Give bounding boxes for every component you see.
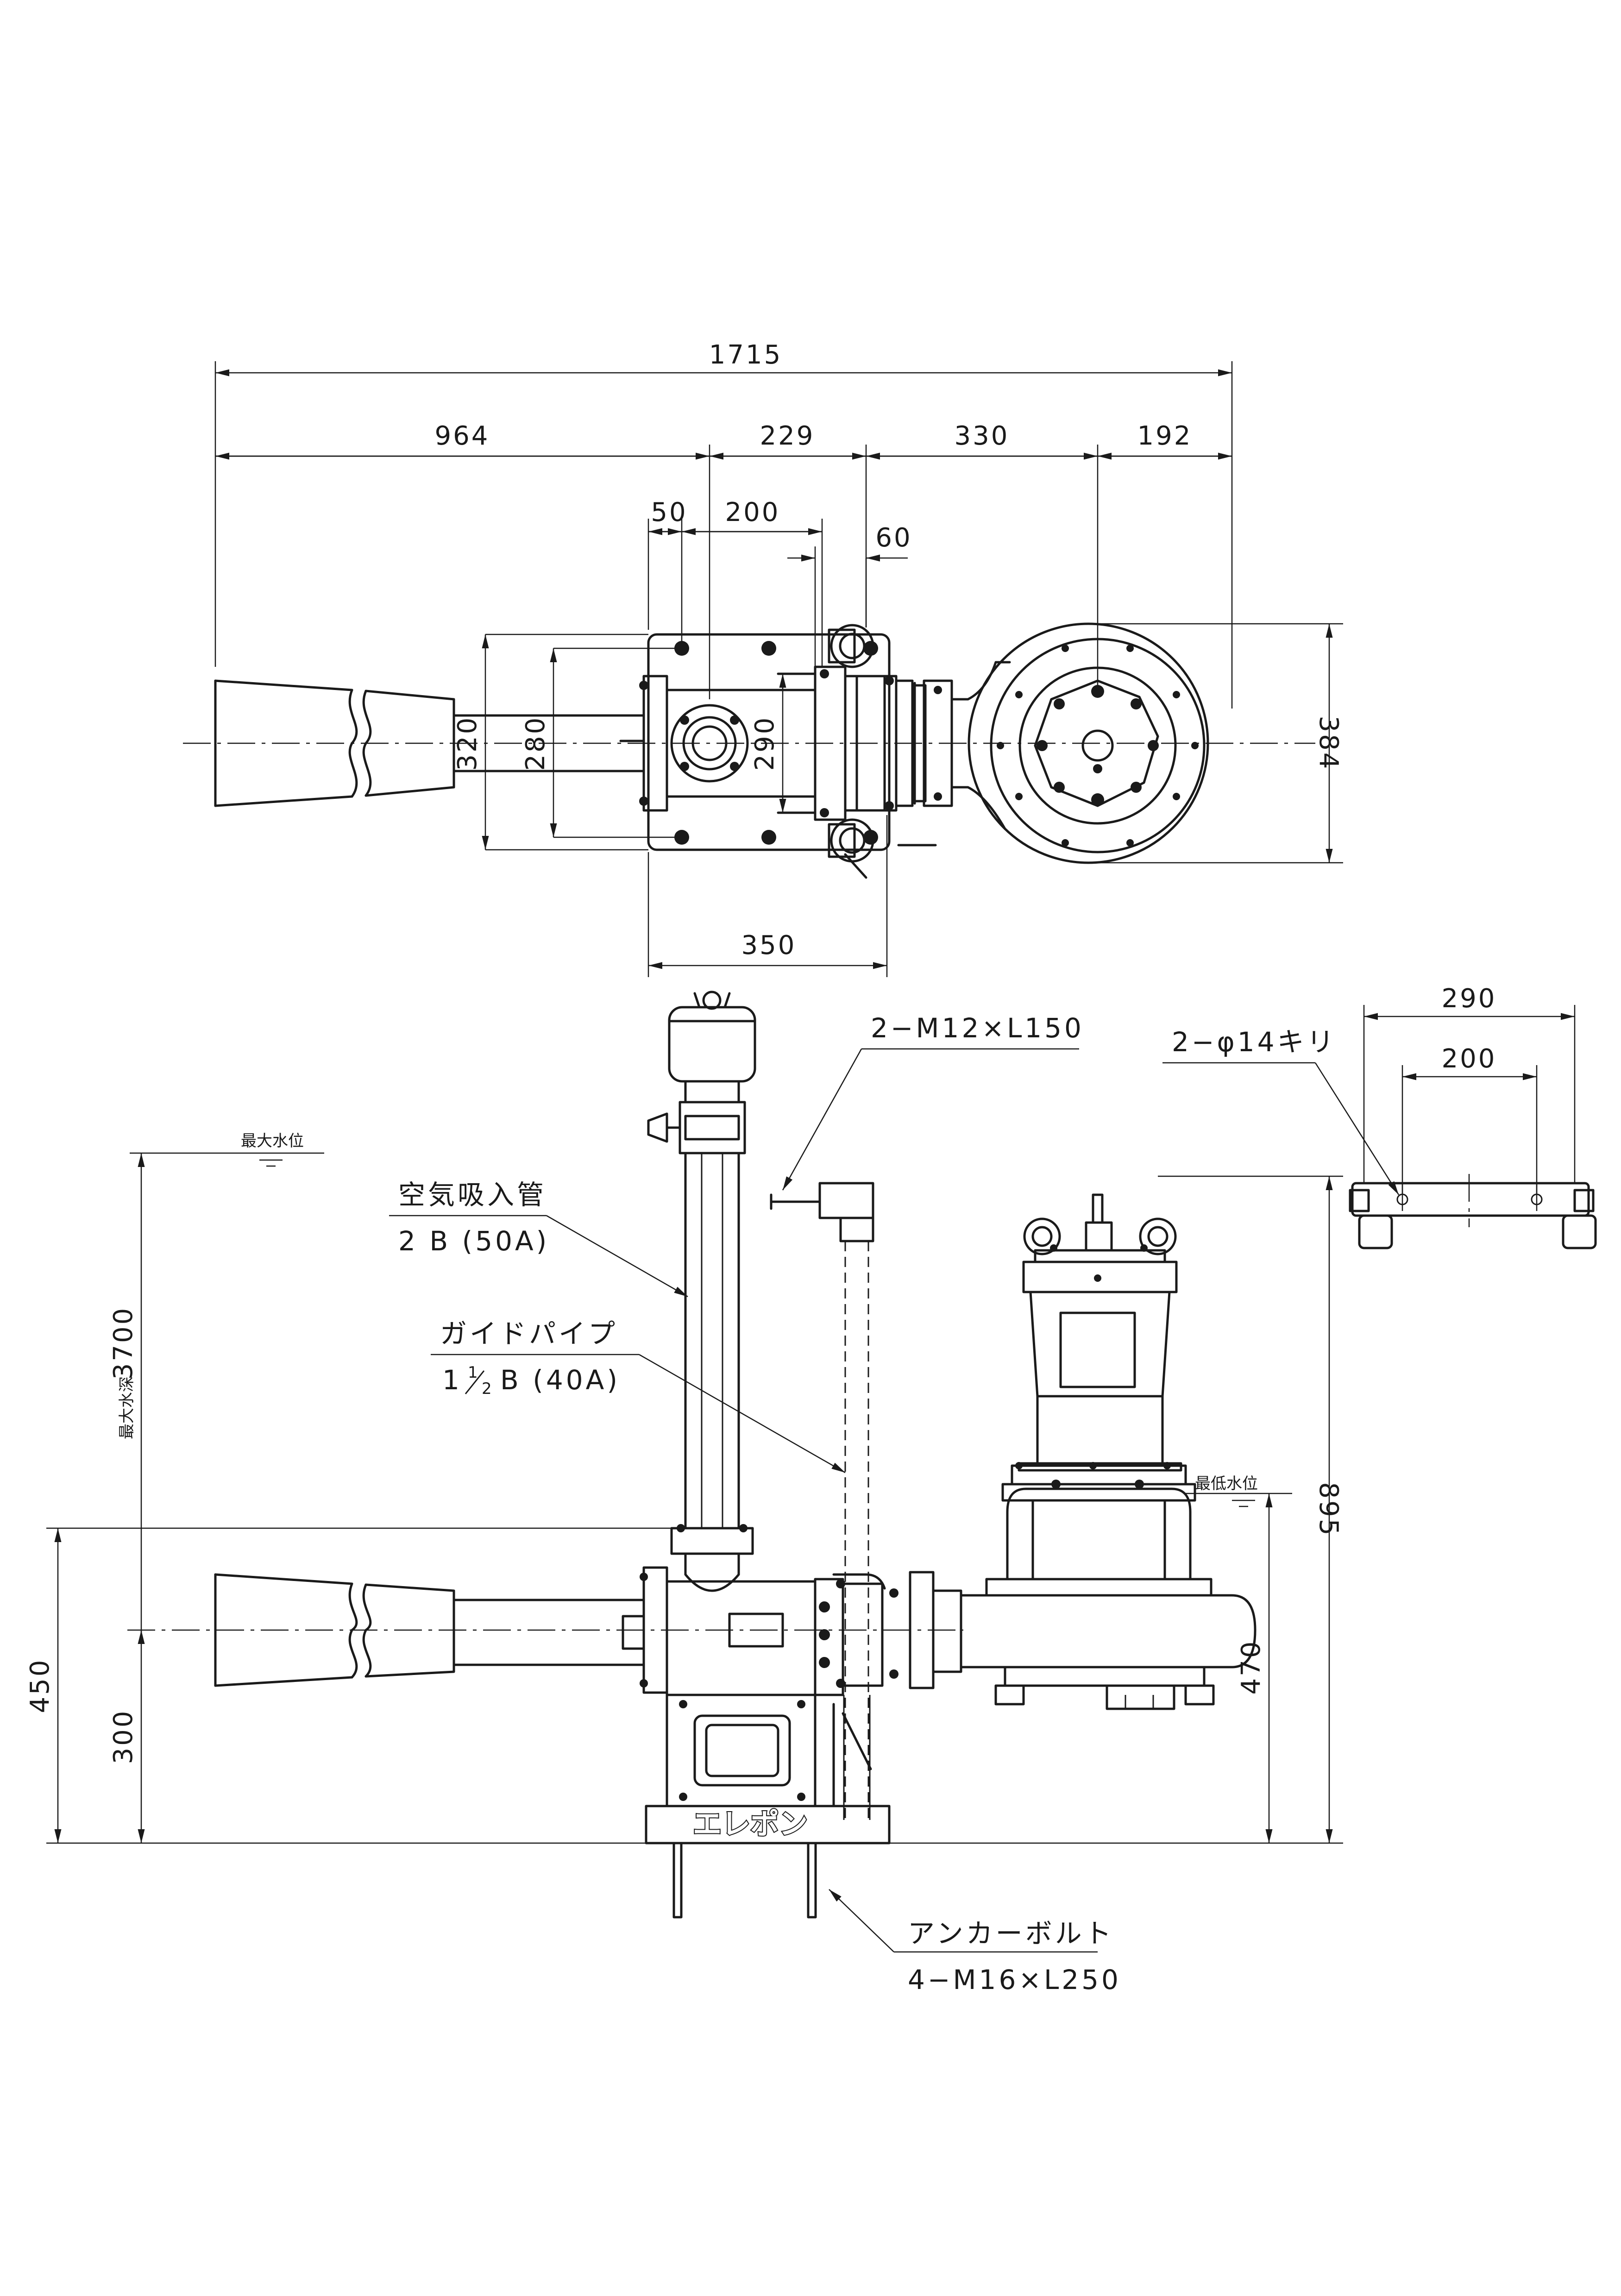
plan-guide-assembly bbox=[777, 624, 937, 879]
base-detail-view: 290 200 2−φ14キリ bbox=[1162, 984, 1597, 1249]
dim-50-label: 50 bbox=[651, 497, 687, 527]
bolt-callout: 2−M12×L150 bbox=[871, 1012, 1084, 1044]
brand-logo: エレポン bbox=[693, 1807, 808, 1841]
dim-200-label: 200 bbox=[725, 497, 780, 527]
plan-air-inlet-flange bbox=[670, 704, 749, 783]
base-dim-200-label: 200 bbox=[1442, 1044, 1497, 1074]
dim-470-label: 470 bbox=[1236, 1640, 1266, 1695]
elev-discharge-pipe bbox=[909, 1571, 1257, 1710]
elev-submersible-pump bbox=[985, 1193, 1213, 1597]
dim-450-label: 450 bbox=[25, 1658, 55, 1713]
dim-384-label: 384 bbox=[1313, 716, 1344, 771]
anchor-bolt-spec: 4−M16×L250 bbox=[908, 1964, 1121, 1995]
dim-60-label: 60 bbox=[875, 523, 912, 553]
elev-stand: エレポン bbox=[645, 1694, 891, 1919]
elev-guide-pipe bbox=[770, 1182, 898, 1820]
dim-895-label: 895 bbox=[1313, 1482, 1344, 1537]
air-pipe-label: 空気吸入管 bbox=[398, 1179, 547, 1211]
plan-base-plate bbox=[647, 633, 891, 851]
plan-volute-casing bbox=[968, 622, 1209, 864]
guide-pipe-size-suffix: B (40A) bbox=[500, 1364, 620, 1396]
dim-964-label: 964 bbox=[435, 421, 490, 451]
dim-1715-label: 1715 bbox=[709, 340, 783, 370]
guide-pipe-frac-den: 2 bbox=[482, 1380, 492, 1398]
plan-view: 1715 964 229 330 192 50 200 bbox=[183, 340, 1344, 977]
plan-dimensions: 1715 964 229 330 192 50 200 bbox=[214, 340, 1344, 977]
anchor-bolt-label: アンカーボルト bbox=[908, 1918, 1114, 1949]
elev-air-intake-pipe bbox=[647, 991, 756, 1592]
dim-229-label: 229 bbox=[760, 421, 815, 451]
dim-192-label: 192 bbox=[1137, 421, 1193, 451]
elev-callouts: 2−M12×L150 空気吸入管 2 B (50A) ガイドパイプ 1 1 2 … bbox=[389, 1012, 1121, 1995]
dim-300-label: 300 bbox=[108, 1709, 138, 1764]
dim-290-label: 290 bbox=[750, 716, 780, 771]
min-water-level-label: 最低水位 bbox=[1195, 1474, 1258, 1493]
dim-320-label: 320 bbox=[452, 716, 483, 771]
max-water-level-label: 最大水位 bbox=[241, 1132, 304, 1150]
guide-pipe-frac-num: 1 bbox=[468, 1363, 478, 1382]
max-depth-value: 3700 bbox=[108, 1306, 138, 1380]
guide-pipe-size-prefix: 1 bbox=[442, 1364, 462, 1396]
elev-dimensions: 最大水深 3700 450 300 895 470 bbox=[25, 1152, 1344, 1844]
elev-ejector bbox=[214, 1566, 844, 1696]
guide-pipe-label: ガイドパイプ bbox=[440, 1318, 618, 1349]
max-depth-label: 最大水深 bbox=[118, 1376, 136, 1439]
dim-330-label: 330 bbox=[955, 421, 1010, 451]
dim-350-label: 350 bbox=[741, 930, 797, 960]
hole-callout: 2−φ14キリ bbox=[1172, 1026, 1337, 1058]
air-pipe-size: 2 B (50A) bbox=[398, 1225, 549, 1257]
base-dim-290-label: 290 bbox=[1442, 984, 1497, 1014]
water-level-markers: 最大水位 最低水位 bbox=[218, 1132, 1292, 1507]
elevation-view: エレポン 最大水位 最低水位 2−M12×L150 空気吸入管 2 B (50A… bbox=[25, 991, 1344, 1995]
dim-280-label: 280 bbox=[521, 716, 551, 771]
